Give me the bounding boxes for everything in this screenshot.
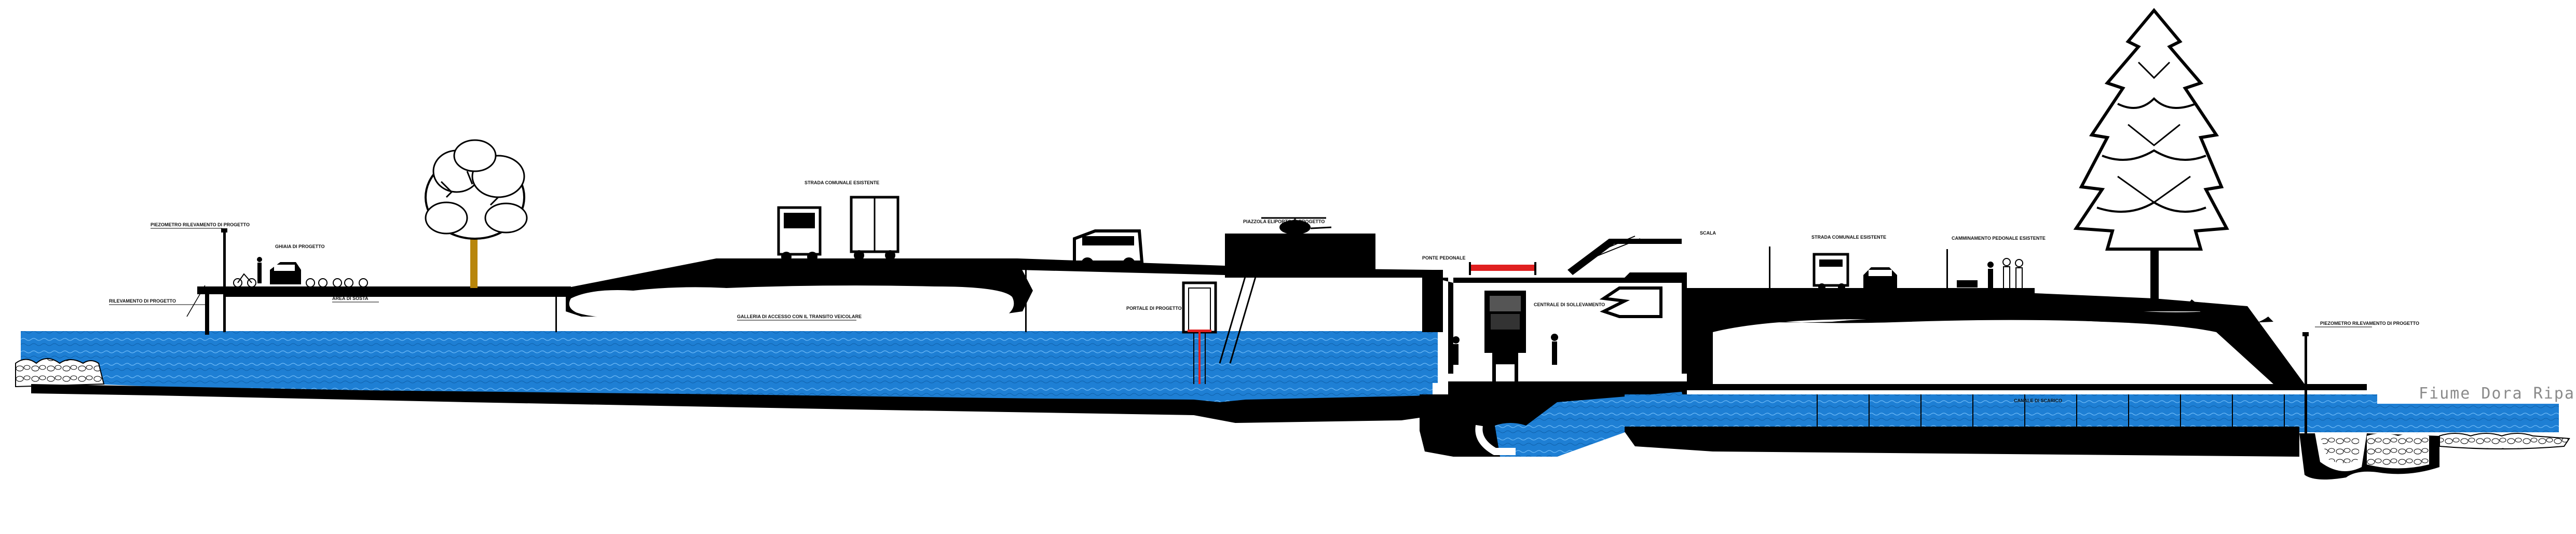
galleria-label: GALLERIA DI ACCESSO CON IL TRANSITO VEIC… — [737, 314, 862, 319]
car-icon — [1863, 267, 1897, 288]
bridge-label: PONTE PEDONALE — [1422, 255, 1466, 261]
right-road-label: STRADA COMUNALE ESISTENTE — [1811, 235, 1886, 240]
left-area-label: AREA DI SOSTA — [332, 296, 369, 301]
left-area-label-group: AREA DI SOSTA — [332, 296, 379, 303]
canal-label: CANALE DI SCARICO — [2014, 398, 2062, 403]
portal-label: PORTALE DI PROGETTO — [1126, 306, 1182, 311]
pump-label: CENTRALE DI SOLLEVAMENTO — [1534, 302, 1605, 307]
tree-icon — [425, 139, 528, 288]
helicopter-icon — [1261, 217, 1332, 235]
bridge: PONTE PEDONALE — [1422, 255, 1536, 275]
left-vehicles: GHIAIA DI PROGETTO — [233, 244, 368, 287]
left-ground — [31, 258, 1443, 423]
stair-label: SCALA — [1700, 230, 1716, 236]
left-rock-riprap — [15, 358, 105, 388]
person-icon — [2015, 259, 2023, 289]
left-gravel-label: GHIAIA DI PROGETTO — [275, 244, 325, 249]
left-piezometer: PIEZOMETRO RILEVAMENTO DI PROGETTO — [151, 222, 250, 332]
person-icon — [257, 257, 262, 283]
river-name: Fiume Dora Riparia — [2419, 385, 2576, 403]
person-icon — [1452, 336, 1460, 365]
left-flood-label: RILEVAMENTO DI PROGETTO — [109, 298, 176, 304]
person-icon — [1987, 262, 1994, 289]
motorcycle-icon — [306, 278, 368, 287]
heliport-building: PIAZZOLA ELIPORTO DI PROGETTO — [1225, 219, 1375, 270]
left-piezometer-label: PIEZOMETRO RILEVAMENTO DI PROGETTO — [151, 222, 250, 227]
galleria-label-group: GALLERIA DI ACCESSO CON IL TRANSITO VEIC… — [737, 314, 862, 321]
right-piezometer: PIEZOMETRO RILEVAMENTO DI PROGETTO — [2302, 321, 2419, 433]
left-flood-marker: RILEVAMENTO DI PROGETTO — [109, 285, 206, 317]
right-water-body — [2299, 404, 2559, 432]
right-piezometer-label: PIEZOMETRO RILEVAMENTO DI PROGETTO — [2320, 321, 2419, 326]
jeep-icon — [1073, 229, 1144, 270]
right-vehicles: STRADA COMUNALE ESISTENTE CAMMINAMENTO P… — [1769, 235, 2046, 291]
road-title: STRADA COMUNALE ESISTENTE — [805, 180, 879, 185]
car-icon — [270, 262, 301, 284]
person-icon — [2002, 258, 2011, 289]
portal-shaft: PORTALE DI PROGETTO — [1126, 275, 1257, 384]
right-cycle-label: CAMMINAMENTO PEDONALE ESISTENTE — [1952, 236, 2046, 241]
helicopter-label: PIAZZOLA ELIPORTO DI PROGETTO — [1243, 219, 1325, 224]
person-icon — [1551, 334, 1558, 365]
tree-icon — [2073, 8, 2229, 309]
truck-icon — [850, 196, 899, 261]
motorcycle-icon — [233, 273, 256, 287]
truck-icon — [777, 206, 822, 262]
right-rock-riprap — [2299, 433, 2570, 480]
truck-icon — [1812, 253, 1849, 291]
right-ground — [1682, 288, 2305, 386]
right-canal: CANALE DI SCARICO — [1625, 384, 2377, 457]
